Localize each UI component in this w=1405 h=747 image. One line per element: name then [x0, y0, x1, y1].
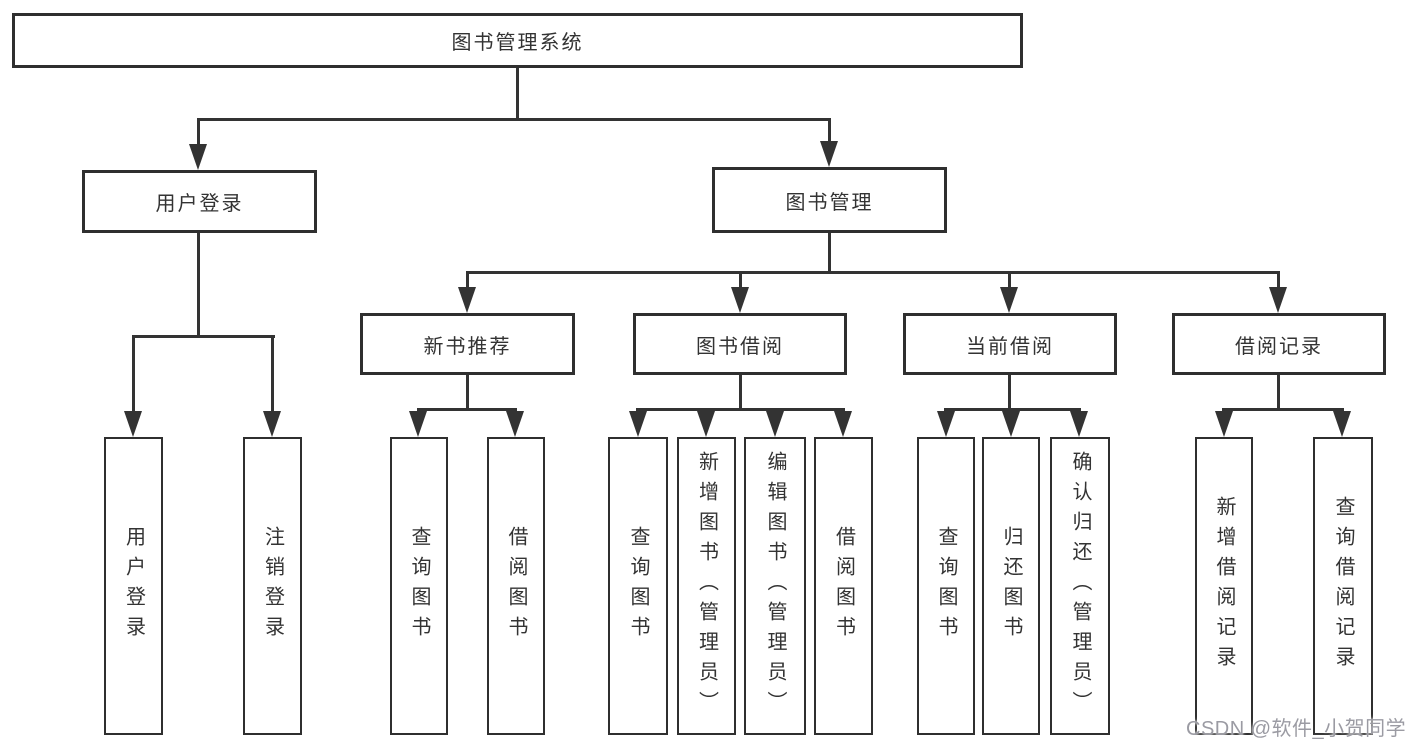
- node-label: 图书管理: [785, 191, 874, 214]
- arrow-to-borrow-books-1: [506, 408, 524, 437]
- arrow-to-borrow-records: [1269, 271, 1287, 313]
- arrow-to-query-books-3: [937, 408, 955, 437]
- arrow-to-leaf-user-login: [124, 335, 142, 437]
- leaf-label: 编辑图书（管理员）: [764, 451, 786, 721]
- connector-book-mgmt-stub: [828, 233, 831, 274]
- leaf-add-book-admin: 新增图书（管理员）: [677, 437, 736, 735]
- arrow-to-borrow-books-2: [834, 408, 852, 437]
- arrow-to-return-book: [1002, 408, 1020, 437]
- leaf-query-books-1: 查询图书: [390, 437, 448, 735]
- connector-user-login-split: [132, 335, 275, 338]
- node-book-borrow: 图书借阅: [633, 313, 847, 375]
- leaf-return-book: 归还图书: [982, 437, 1040, 735]
- leaf-borrow-books-2: 借阅图书: [814, 437, 873, 735]
- leaf-query-borrow-record: 查询借阅记录: [1313, 437, 1373, 735]
- arrow-to-query-books-1: [409, 408, 427, 437]
- leaf-label: 注销登录: [261, 526, 284, 646]
- leaf-label: 借阅图书: [505, 526, 527, 646]
- node-label: 新书推荐: [423, 335, 512, 358]
- leaf-edit-book-admin: 编辑图书（管理员）: [744, 437, 806, 735]
- node-label: 借阅记录: [1235, 335, 1323, 358]
- leaf-logout: 注销登录: [243, 437, 302, 735]
- leaf-query-books-3: 查询图书: [917, 437, 975, 735]
- node-book-management: 图书管理: [712, 167, 947, 233]
- node-current-borrow: 当前借阅: [903, 313, 1117, 375]
- leaf-label: 查询图书: [935, 526, 957, 646]
- arrow-to-book-management: [820, 118, 838, 167]
- connector-records-stub: [1277, 375, 1280, 411]
- leaf-label: 确认归还（管理员）: [1069, 451, 1091, 721]
- arrow-to-user-login: [189, 118, 207, 170]
- arrow-to-book-borrow: [731, 271, 749, 313]
- connector-root-split: [197, 118, 831, 121]
- connector-borrow-split: [636, 408, 845, 411]
- node-library-system: 图书管理系统: [12, 13, 1023, 68]
- leaf-label: 新增借阅记录: [1213, 496, 1235, 676]
- arrow-to-leaf-logout: [263, 335, 281, 437]
- arrow-to-current-borrow: [1000, 271, 1018, 313]
- node-label: 当前借阅: [966, 335, 1054, 358]
- arrow-to-add-book: [697, 408, 715, 437]
- leaf-label: 查询图书: [627, 526, 649, 646]
- connector-book-mgmt-split: [466, 271, 1280, 274]
- connector-records-split: [1222, 408, 1344, 411]
- connector-recommend-stub: [466, 375, 469, 411]
- leaf-user-login: 用户登录: [104, 437, 163, 735]
- node-label: 图书借阅: [696, 335, 784, 358]
- node-label: 图书管理系统: [451, 32, 584, 54]
- csdn-watermark: CSDN @软件_小贺同学: [1186, 718, 1405, 740]
- arrow-to-edit-book: [766, 408, 784, 437]
- connector-current-stub: [1008, 375, 1011, 411]
- node-borrow-records: 借阅记录: [1172, 313, 1386, 375]
- connector-root-stub: [516, 68, 519, 121]
- node-new-book-recommend: 新书推荐: [360, 313, 575, 375]
- leaf-label: 新增图书（管理员）: [695, 451, 718, 721]
- arrow-to-query-borrow-record: [1333, 408, 1351, 437]
- connector-recommend-split: [417, 408, 517, 411]
- leaf-label: 借阅图书: [832, 526, 855, 646]
- node-user-login: 用户登录: [82, 170, 317, 233]
- leaf-confirm-return-admin: 确认归还（管理员）: [1050, 437, 1110, 735]
- arrow-to-new-book-recommend: [458, 271, 476, 313]
- leaf-query-books-2: 查询图书: [608, 437, 668, 735]
- leaf-label: 查询借阅记录: [1332, 496, 1354, 676]
- leaf-label: 归还图书: [1000, 526, 1022, 646]
- leaf-label: 查询图书: [408, 526, 430, 646]
- leaf-borrow-books-1: 借阅图书: [487, 437, 545, 735]
- connector-user-login-stub: [197, 233, 200, 338]
- arrow-to-add-borrow-record: [1215, 408, 1233, 437]
- arrow-to-query-books-2: [629, 408, 647, 437]
- connector-borrow-stub: [739, 375, 742, 411]
- arrow-to-confirm-return: [1070, 408, 1088, 437]
- leaf-add-borrow-record: 新增借阅记录: [1195, 437, 1253, 735]
- node-label: 用户登录: [155, 193, 244, 215]
- leaf-label: 用户登录: [122, 526, 145, 646]
